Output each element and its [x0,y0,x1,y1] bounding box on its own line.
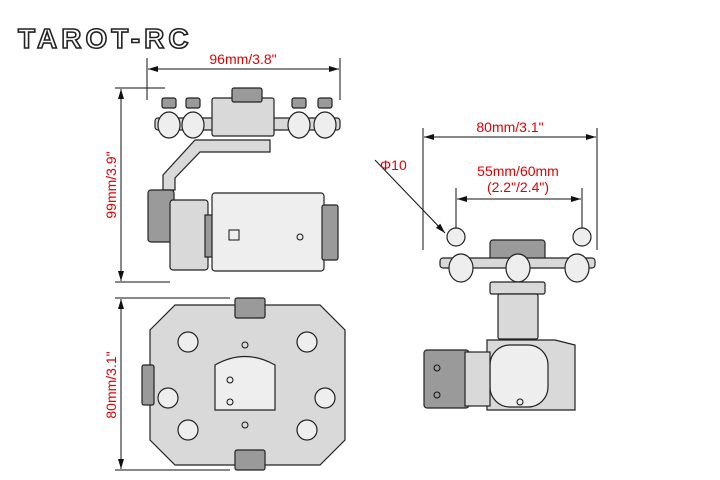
dimension-front-width: 80mm/3.1" [422,119,598,250]
side-height-label: 99mm/3.9" [103,151,119,218]
dimension-side-height: 99mm/3.9" [103,87,170,283]
dimension-top-depth: 80mm/3.1" [103,297,230,471]
mount-spacing-line1: 55mm/60mm [477,163,559,179]
dimension-mount-spacing: 55mm/60mm (2.2"/2.4") [455,163,583,235]
front-width-label: 80mm/3.1" [476,119,543,135]
tarot-rc-logo: TAROT-RC [17,22,193,55]
mount-spacing-line2: (2.2"/2.4") [487,179,549,195]
svg-text:TAROT-RC: TAROT-RC [18,23,193,54]
dimension-damper-diameter: Φ10 [374,157,446,234]
gimbal-top-view [141,297,346,471]
dimension-side-width: 96mm/3.8" [146,51,341,100]
side-width-label: 96mm/3.8" [209,51,276,67]
gimbal-front-view [423,227,596,411]
top-depth-label: 80mm/3.1" [103,351,119,418]
damper-diameter-label: Φ10 [380,157,407,173]
gimbal-side-view [147,87,341,272]
